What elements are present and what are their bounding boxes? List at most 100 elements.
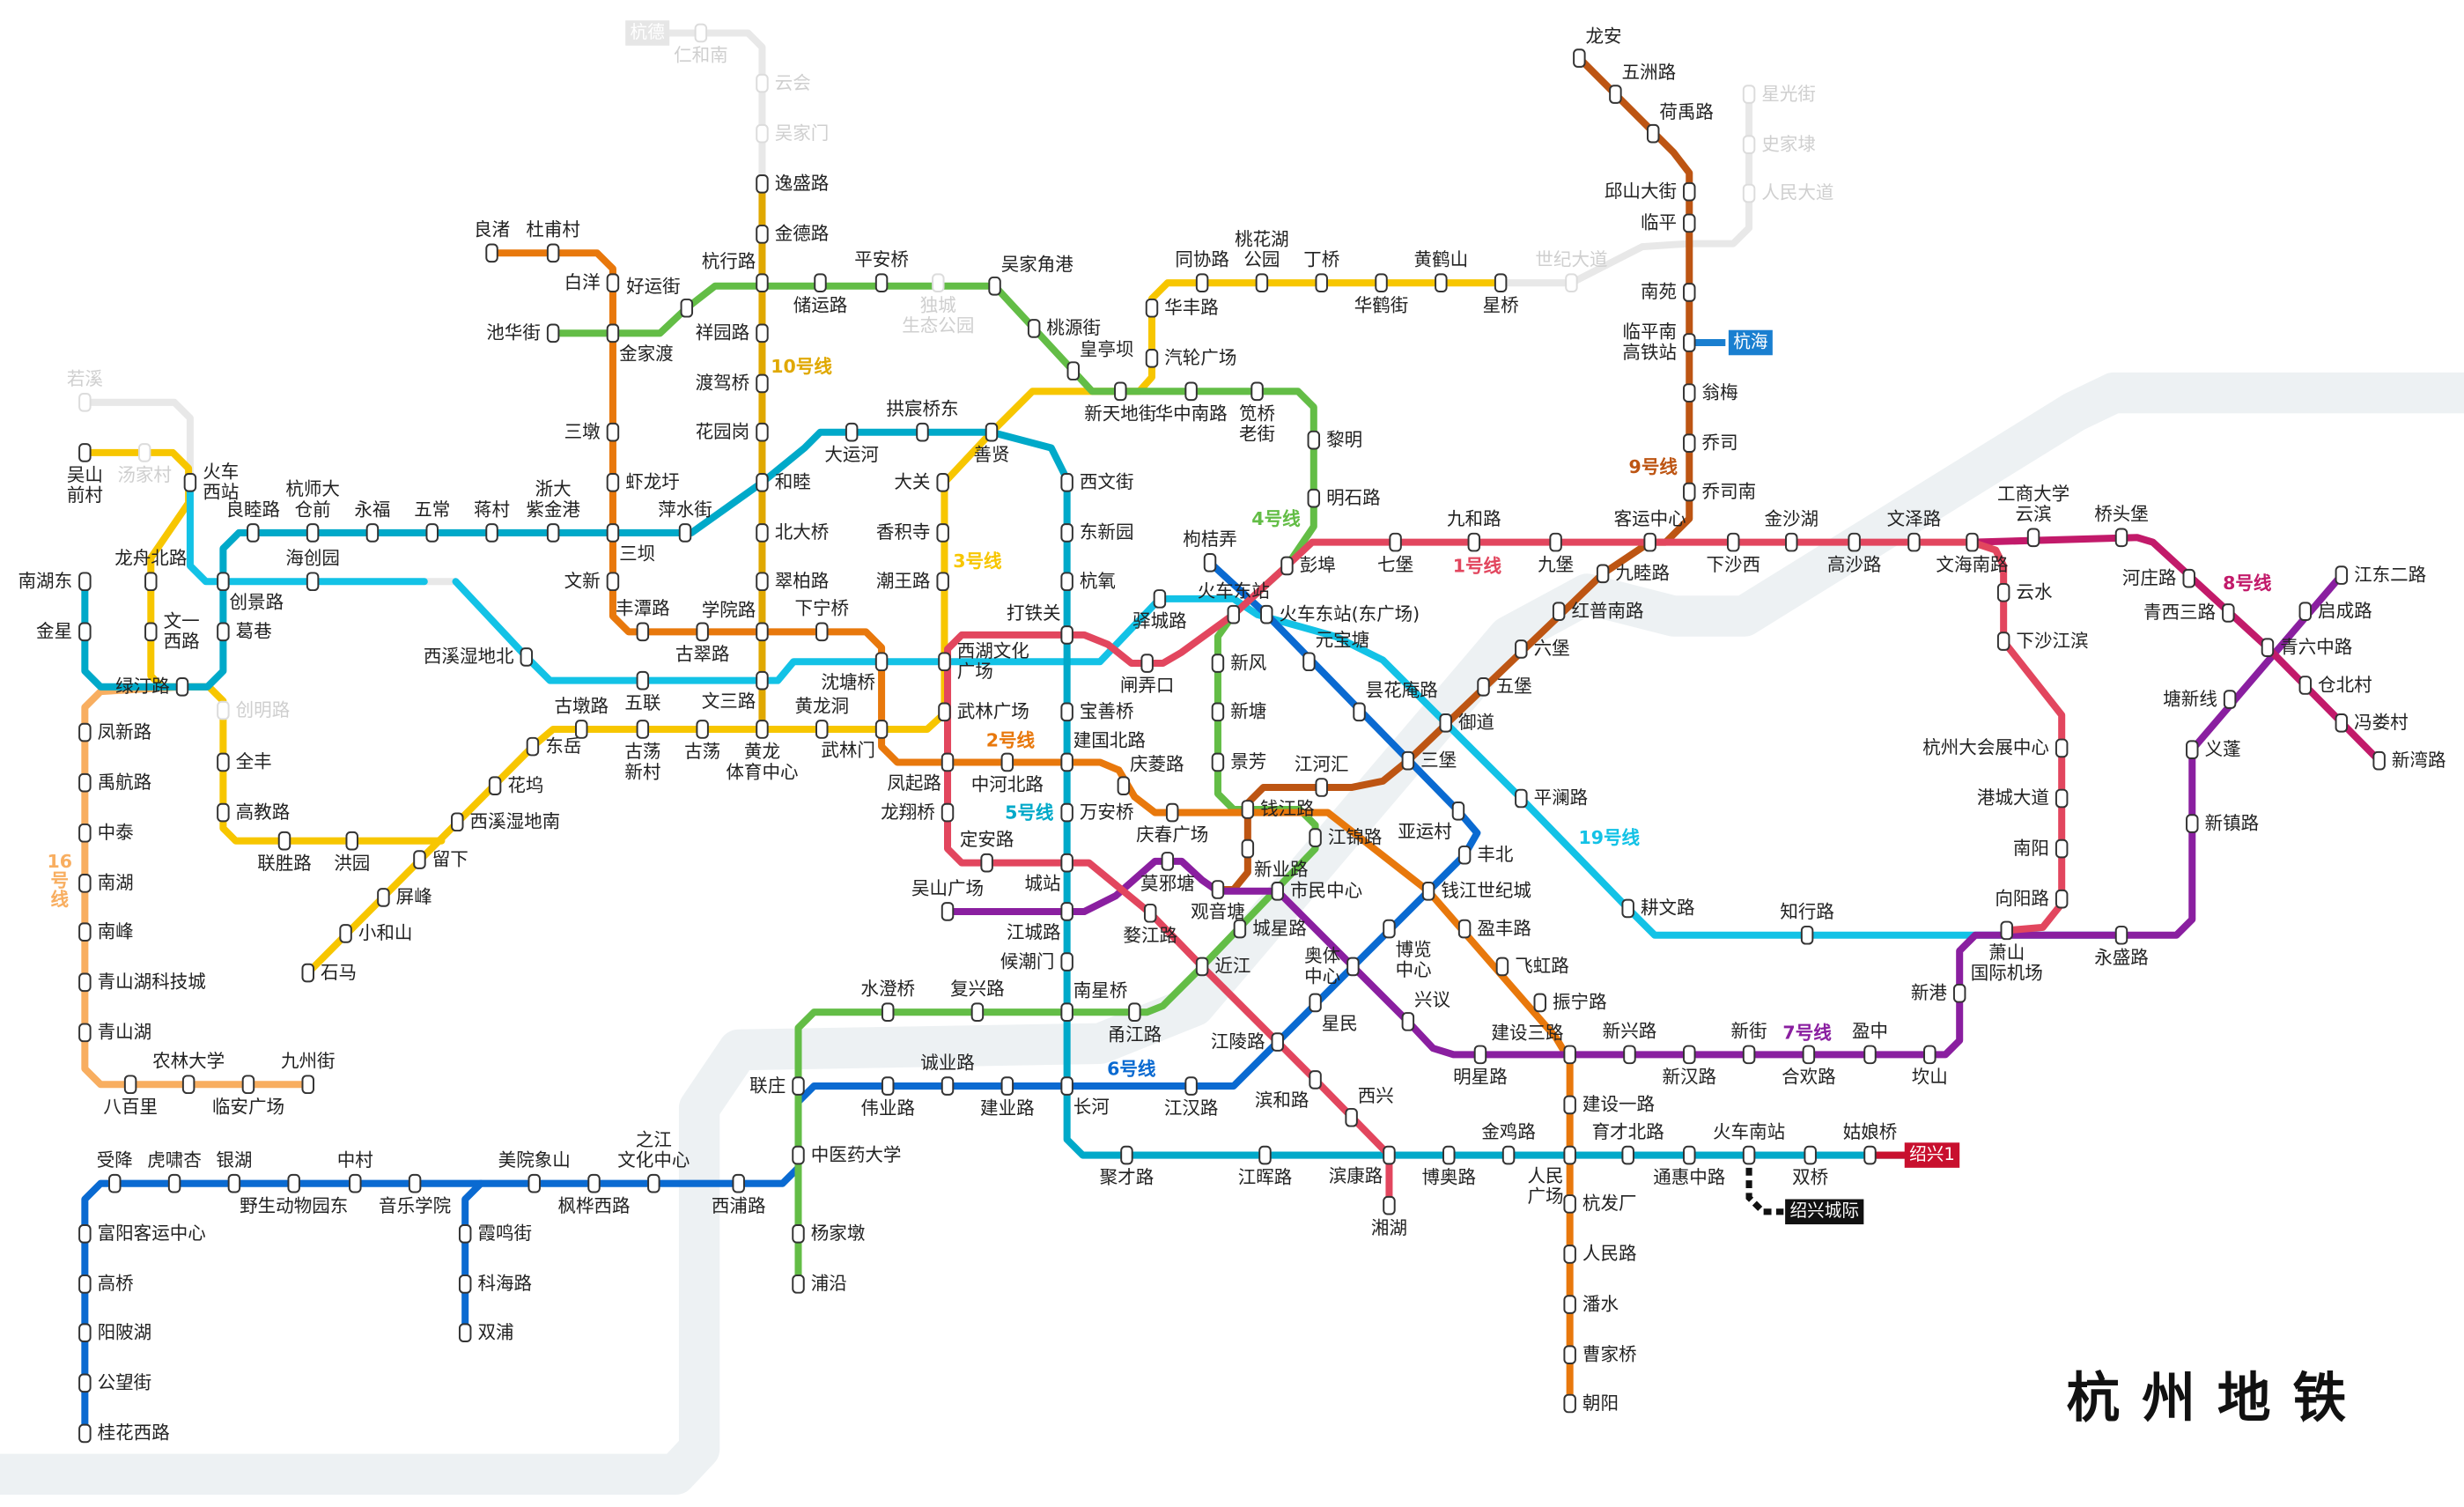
station-marker (1683, 333, 1696, 352)
station-marker (1250, 381, 1264, 402)
station-marker (1307, 488, 1321, 508)
station-label: 杜甫村 (526, 218, 580, 241)
station-label: 江城路 (1006, 920, 1061, 943)
station-label: 塘新线 (2163, 687, 2217, 710)
station-label: 仓北村 (2318, 673, 2372, 696)
station-marker (451, 812, 464, 832)
station-label: 野生动物园东 (240, 1194, 349, 1217)
station-marker (1309, 993, 1322, 1013)
station-marker (815, 622, 829, 642)
station-marker (756, 572, 769, 592)
station-label: 乔司 (1701, 431, 1738, 454)
station-label: 枫桦西路 (557, 1194, 631, 1217)
station-label: 三墩 (564, 420, 601, 443)
station-label: 元宝塘 (1315, 628, 1370, 651)
station-label: 云水 (2016, 580, 2053, 603)
station-marker (1952, 983, 1966, 1003)
station-label: 学院路 (701, 598, 756, 621)
station-label: 临安广场 (211, 1095, 284, 1118)
station-label: 公望街 (97, 1370, 152, 1393)
station-label: 人民路 (1582, 1242, 1637, 1265)
station-label: 花坞 (507, 773, 544, 796)
station-label: 庆菱路 (1130, 752, 1184, 775)
station-label: 滨康路 (1328, 1164, 1383, 1187)
station-marker (1907, 532, 1921, 552)
line-label-2: 2号线 (985, 728, 1036, 751)
station-marker (546, 243, 560, 263)
station-marker (137, 443, 151, 462)
station-label: 高沙路 (1826, 553, 1882, 576)
station-label: 桃花湖 公园 (1235, 227, 1289, 270)
station-label: 枸桔弄 (1183, 528, 1237, 550)
station-label: 钱江世纪城 (1441, 879, 1531, 902)
station-marker (985, 422, 999, 442)
station-marker (936, 473, 949, 492)
station-label: 金星 (36, 619, 73, 642)
station-marker (792, 1145, 805, 1165)
station-marker (217, 752, 230, 772)
station-marker (458, 1323, 472, 1343)
station-marker (2182, 568, 2195, 588)
station-marker (167, 1173, 181, 1193)
station-label: 良渚 (474, 218, 511, 241)
station-marker (1563, 1045, 1576, 1065)
station-label: 乔司南 (1701, 480, 1757, 503)
station-label: 客运中心 (1613, 507, 1686, 530)
station-label: 临平南 高铁站 (1622, 321, 1677, 364)
station-marker (988, 276, 1001, 296)
station-label: 大运河 (824, 443, 879, 466)
station-marker (874, 273, 889, 292)
station-marker (1383, 1145, 1396, 1165)
station-marker (1683, 283, 1696, 302)
station-marker (1120, 1145, 1133, 1165)
station-marker (2000, 920, 2013, 941)
station-marker (1060, 853, 1073, 873)
station-marker (1000, 752, 1014, 772)
station-marker (970, 1002, 985, 1022)
station-marker (1442, 1145, 1456, 1165)
station-label: 九和路 (1447, 507, 1501, 530)
station-marker (792, 1076, 805, 1096)
station-marker (425, 523, 439, 543)
station-label: 邱山大街 (1604, 180, 1677, 203)
station-label: 汤家村 (117, 463, 172, 486)
station-label: 宝善桥 (1079, 699, 1134, 722)
station-marker (2186, 740, 2199, 759)
line-label-6: 6号线 (1107, 1057, 1156, 1080)
station-label: 下沙西 (1706, 553, 1761, 576)
station-marker (756, 622, 769, 642)
station-label: 科海路 (477, 1272, 533, 1295)
station-marker (1683, 482, 1696, 502)
station-label: 定安路 (959, 828, 1014, 851)
station-label: 萍水街 (658, 498, 712, 521)
station-marker (485, 243, 498, 263)
station-marker (108, 1173, 122, 1193)
station-marker (78, 874, 92, 893)
station-label: 火车 西站 (203, 460, 240, 504)
station-label: 江晖路 (1237, 1166, 1293, 1189)
station-marker (980, 853, 993, 873)
station-label: 东岳 (545, 735, 582, 757)
station-marker (301, 963, 314, 983)
station-marker (1000, 1076, 1014, 1096)
station-marker (941, 902, 955, 921)
station-marker (78, 443, 92, 462)
station-label: 下沙江滨 (2016, 629, 2089, 652)
station-label: 南湖东 (18, 569, 73, 592)
station-label: 江汉路 (1163, 1097, 1219, 1119)
metro-line-6 (461, 1179, 485, 1337)
station-label: 市民中心 (1290, 879, 1363, 902)
station-marker (1060, 523, 1073, 543)
station-label: 丁桥 (1303, 247, 1340, 270)
station-label: 候潮门 (1000, 949, 1055, 972)
station-marker (123, 1075, 137, 1095)
station-marker (1271, 1032, 1284, 1052)
station-marker (1060, 572, 1073, 592)
station-label: 河庄路 (2121, 566, 2177, 589)
station-marker (1211, 702, 1225, 722)
station-label: 翁梅 (1701, 380, 1738, 403)
station-label: 五常 (414, 498, 451, 521)
station-label: 全丰 (235, 750, 272, 773)
station-marker (606, 473, 620, 492)
